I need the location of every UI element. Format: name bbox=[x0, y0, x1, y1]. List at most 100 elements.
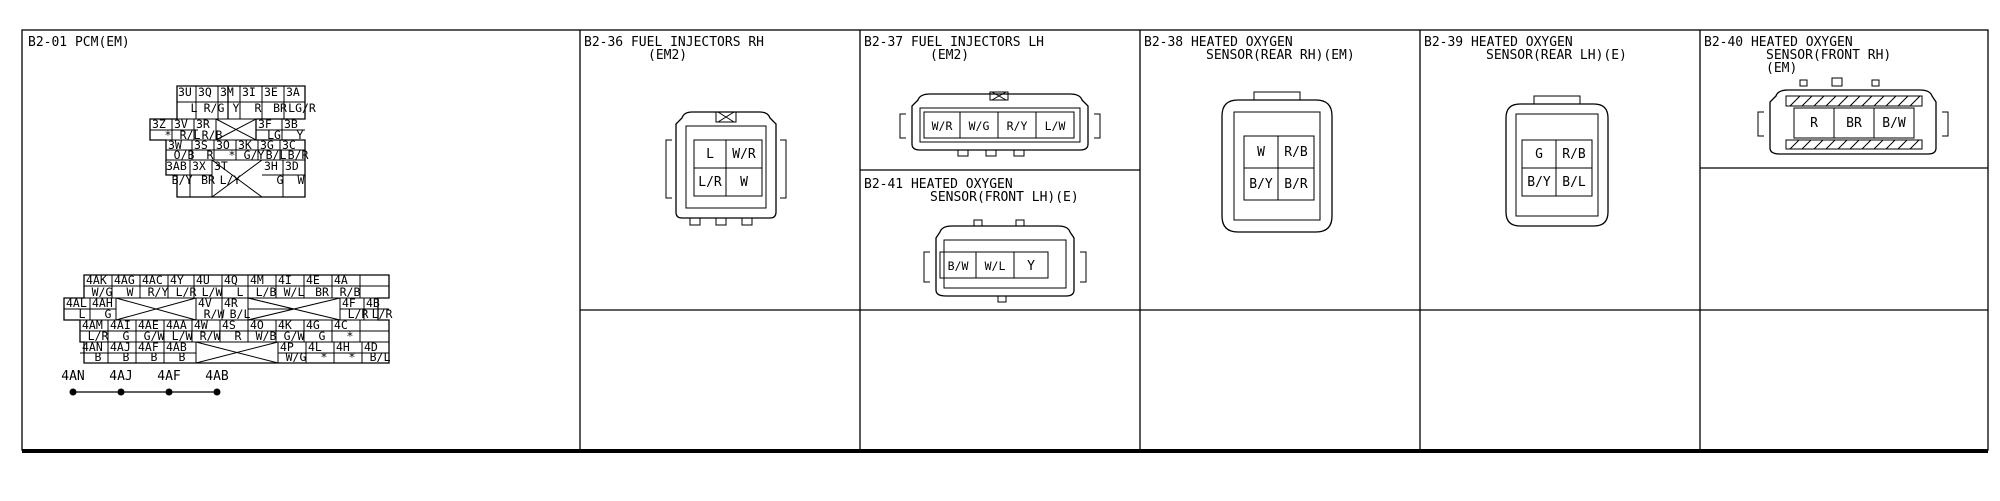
pin-wire-color: Y bbox=[297, 128, 304, 142]
pin-wire-color: L/W bbox=[172, 329, 193, 343]
b238-pin-2: R/B bbox=[1284, 145, 1308, 160]
pin-id: 4D bbox=[364, 340, 378, 354]
b238-pin-3: B/Y bbox=[1249, 177, 1273, 192]
pin-wire-color: R bbox=[235, 329, 242, 343]
pin-wire-color: L bbox=[237, 285, 244, 299]
b241-pin-1: B/W bbox=[948, 259, 969, 273]
b239-title-sub: SENSOR(REAR LH)(E) bbox=[1486, 48, 1627, 63]
pin-wire-color: B bbox=[151, 350, 158, 364]
pin-id: 4AC bbox=[142, 273, 163, 287]
pin-wire-color: W/L bbox=[284, 285, 305, 299]
pin-id: 3W bbox=[168, 138, 182, 152]
pin-wire-color: Y bbox=[233, 101, 240, 115]
b236-title: B2-36 FUEL INJECTORS RH bbox=[584, 35, 764, 50]
pin-id: 4AE bbox=[138, 318, 159, 332]
pin-wire-color: G bbox=[105, 307, 112, 321]
pin-wire-color: O/B bbox=[174, 148, 195, 162]
pin-id: 4K bbox=[278, 318, 292, 332]
pin-id: 3I bbox=[242, 85, 256, 99]
pin-id: 3Z bbox=[152, 117, 166, 131]
b240-pin-3: B/W bbox=[1882, 116, 1906, 131]
pin-wire-color: W/G bbox=[92, 285, 113, 299]
b236-pin-4: W bbox=[740, 175, 748, 190]
b237-pin-4: L/W bbox=[1045, 119, 1066, 133]
pin-wire-color: BR bbox=[201, 173, 215, 187]
b236-pin-2: W/R bbox=[732, 147, 756, 162]
pin-id: 4P bbox=[280, 340, 294, 354]
pin-id: 4AA bbox=[166, 318, 187, 332]
pin-id: 4G bbox=[306, 318, 320, 332]
pin-id: 4H bbox=[336, 340, 350, 354]
b237-pin-1: W/R bbox=[932, 119, 953, 133]
pin-id: 4B bbox=[366, 296, 380, 310]
pin-id: 4O bbox=[250, 318, 264, 332]
pin-id: 3B bbox=[284, 117, 298, 131]
ground-joint-label: 4AN bbox=[61, 369, 84, 384]
pin-id: 3V bbox=[174, 117, 188, 131]
pin-wire-color: R/G bbox=[204, 101, 225, 115]
pin-wire-color: * bbox=[165, 128, 172, 142]
pin-wire-color: B/L bbox=[266, 148, 287, 162]
b238-connector bbox=[1221, 91, 1333, 233]
pcm-connector-3-pins: 3UL3QR/G3MY3IR3EBR3ALG/R3Z*3VR/L3RR/B3FL… bbox=[152, 85, 316, 187]
b239-pin-4: B/L bbox=[1562, 175, 1586, 190]
pin-id: 3G bbox=[260, 138, 274, 152]
b239-pin-1: G bbox=[1535, 147, 1543, 162]
b237-title-sub: (EM2) bbox=[930, 48, 969, 63]
pin-wire-color: G bbox=[277, 173, 284, 187]
pin-wire-color: L/R bbox=[176, 285, 197, 299]
pin-wire-color: R bbox=[207, 148, 214, 162]
pin-wire-color: BR bbox=[315, 285, 329, 299]
pin-wire-color: W bbox=[298, 173, 305, 187]
b240-title-sub2: (EM) bbox=[1766, 61, 1797, 76]
b241-title: B2-41 HEATED OXYGEN bbox=[864, 177, 1013, 192]
b239-pin-2: R/B bbox=[1562, 147, 1586, 162]
ground-joint bbox=[69, 388, 221, 396]
pin-id: 4C bbox=[334, 318, 348, 332]
pin-id: 3S bbox=[194, 138, 208, 152]
pin-wire-color: L/R bbox=[348, 307, 369, 321]
pin-id: 4AG bbox=[114, 273, 135, 287]
b241-pin-2: W/L bbox=[985, 259, 1006, 273]
sheet-grid bbox=[21, 29, 1989, 453]
pin-id: 4AN bbox=[82, 340, 103, 354]
pin-wire-color: LG/R bbox=[288, 101, 316, 115]
pin-id: 3T bbox=[214, 159, 228, 173]
pin-id: 3M bbox=[220, 85, 234, 99]
b236-connector bbox=[665, 111, 787, 226]
b237-pin-3: R/Y bbox=[1007, 119, 1028, 133]
pin-id: 3K bbox=[238, 138, 252, 152]
pin-wire-color: BR bbox=[273, 101, 287, 115]
pin-id: 4S bbox=[222, 318, 236, 332]
pin-wire-color: R/B bbox=[340, 285, 361, 299]
pin-id: 4W bbox=[194, 318, 208, 332]
pin-wire-color: B/R bbox=[288, 148, 309, 162]
pin-id: 3C bbox=[282, 138, 296, 152]
pin-id: 4L bbox=[308, 340, 322, 354]
b238-pin-4: B/R bbox=[1284, 177, 1308, 192]
pin-id: 4V bbox=[198, 296, 212, 310]
pin-id: 4AK bbox=[86, 273, 107, 287]
b238-title-sub: SENSOR(REAR RH)(EM) bbox=[1206, 48, 1355, 63]
pin-id: 4Y bbox=[170, 273, 184, 287]
b239-connector bbox=[1505, 95, 1609, 227]
pin-wire-color: * bbox=[347, 329, 354, 343]
pin-id: 4U bbox=[196, 273, 210, 287]
pin-id: 4AH bbox=[92, 296, 113, 310]
pin-wire-color: G/W bbox=[284, 329, 305, 343]
pin-id: 4I bbox=[278, 273, 292, 287]
pin-id: 3X bbox=[192, 159, 206, 173]
pin-wire-color: G/W bbox=[144, 329, 165, 343]
b241-title-sub: SENSOR(FRONT LH)(E) bbox=[930, 190, 1079, 205]
pin-wire-color: * bbox=[229, 148, 236, 162]
b238-pin-1: W bbox=[1257, 145, 1265, 160]
pin-id: 3U bbox=[178, 85, 192, 99]
b236-pin-3: L/R bbox=[698, 175, 722, 190]
pcm-title: B2-01 PCM(EM) bbox=[28, 35, 130, 50]
pin-wire-color: L/R bbox=[88, 329, 109, 343]
pin-id: 3AB bbox=[166, 159, 187, 173]
pin-id: 4AB bbox=[166, 340, 187, 354]
b240-title-sub: SENSOR(FRONT RH) bbox=[1766, 48, 1891, 63]
ground-joint-label: 4AJ bbox=[109, 369, 132, 384]
